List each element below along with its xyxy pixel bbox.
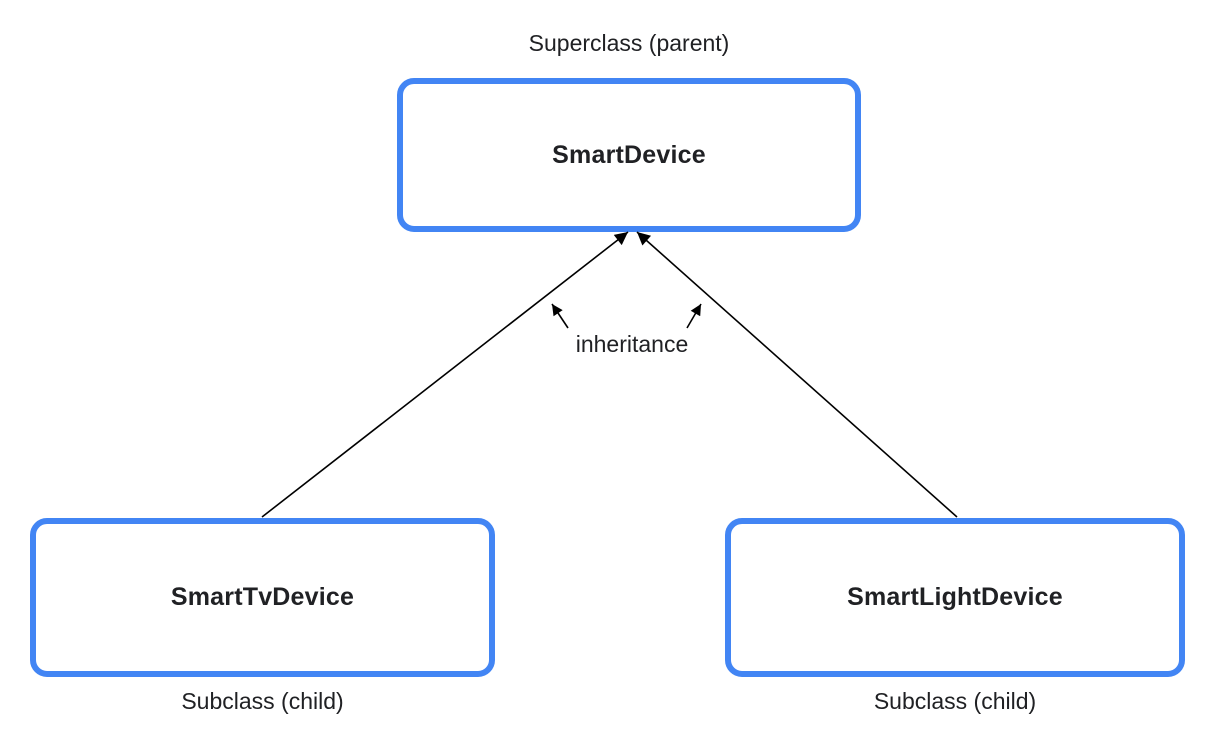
subclass-box-smart-light-device: SmartLightDevice [725,518,1185,677]
superclass-name: SmartDevice [552,140,706,169]
subclass-box-smart-tv-device: SmartTvDevice [30,518,495,677]
inheritance-edge-left [261,231,629,518]
subclass-caption-left: Subclass (child) [181,688,344,714]
inheritance-edge-label: inheritance [575,331,689,357]
subclass-name-smart-tv-device: SmartTvDevice [170,583,355,611]
superclass-caption: Superclass (parent) [528,30,730,56]
inheritance-hint-arrow-left [551,303,569,329]
subclass-name-smart-light-device: SmartLightDevice [847,583,1063,611]
subclass-caption-right: Subclass (child) [873,688,1037,714]
inheritance-edge-right [636,231,958,518]
inheritance-hint-arrow-right [686,303,702,329]
superclass-box: SmartDevice [397,78,861,232]
